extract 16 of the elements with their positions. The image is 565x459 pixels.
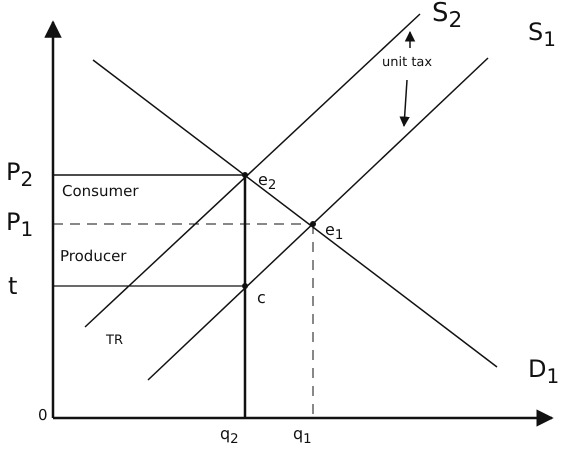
axis-label: q$_{2}$ [220,426,239,447]
point-label: e$_{2}$ [258,172,276,193]
point-label: c [257,290,266,306]
area-label: TR [106,334,123,347]
axis-label: P$_{2}$ [6,160,34,189]
axis-label: 0 [38,408,48,423]
curve-label: D$_{1}$ [528,357,560,386]
point-label: e$_{1}$ [325,222,344,243]
area-label: Consumer [62,184,138,199]
curve-label: S$_{1}$ [528,20,556,49]
axis-label: P$_{1}$ [6,210,34,239]
axis-label: t [8,274,18,298]
note: unit tax [382,56,432,69]
area-label: Producer [60,249,126,264]
curve-label: S$_{2}$ [432,0,462,32]
axis-label: q$_{1}$ [293,426,312,447]
